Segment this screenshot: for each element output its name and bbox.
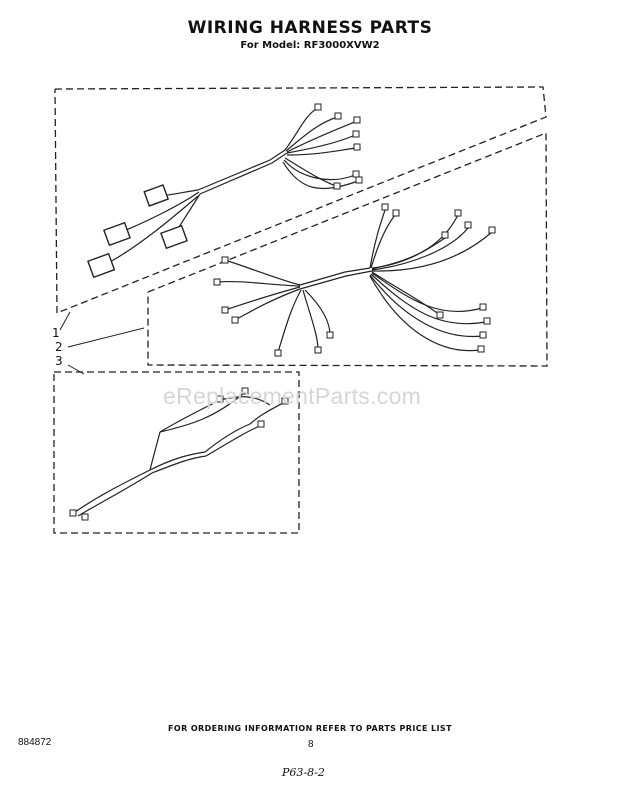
callout-2: 2 — [55, 340, 63, 354]
leader-2 — [67, 327, 145, 348]
callout-3: 3 — [55, 354, 63, 368]
harness-1-connectors — [87, 184, 188, 279]
page-number: 8 — [308, 739, 314, 750]
model-subtitle: For Model: RF3000XVW2 — [240, 40, 380, 51]
leader-3 — [67, 364, 85, 375]
callout-1: 1 — [52, 326, 60, 340]
harness-3 — [74, 391, 286, 517]
harness-3-terminals — [69, 387, 289, 521]
page-title: WIRING HARNESS PARTS — [187, 18, 433, 38]
document-number: 884872 — [18, 737, 52, 748]
handwritten-note: P63-8-2 — [282, 766, 325, 779]
harness-1-terminals — [314, 103, 363, 190]
watermark: eReplacementParts.com — [163, 383, 422, 409]
leader-1 — [59, 311, 71, 331]
ordering-note: FOR ORDERING INFORMATION REFER TO PARTS … — [168, 724, 452, 733]
panel-2-border — [147, 132, 548, 367]
harness-2 — [217, 209, 493, 353]
harness-2-terminals — [213, 203, 496, 357]
panel-1-border — [54, 86, 547, 314]
harness-1 — [109, 107, 359, 263]
panel-3-border — [53, 371, 300, 534]
